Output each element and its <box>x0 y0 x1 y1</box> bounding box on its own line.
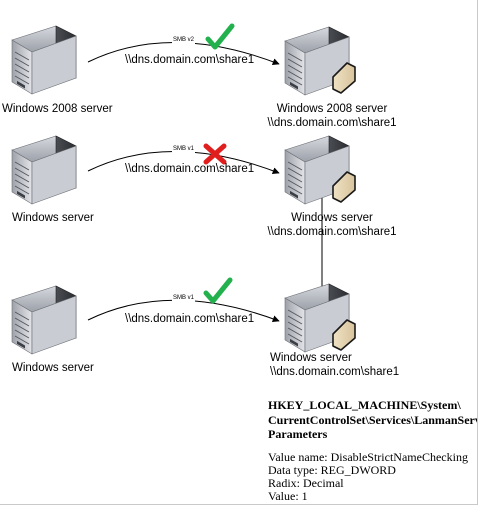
registry-value: Value: 1 <box>268 488 308 503</box>
registry-key-line-2: CurrentControlSet\Services\LanmanServer\ <box>268 412 478 427</box>
path-label-2: \\dns.domain.com\share1 <box>125 163 255 175</box>
red-x-icon <box>203 143 227 165</box>
protocol-label-2: SMB v1 <box>172 146 196 153</box>
protocol-label-3: SMB v1 <box>172 295 196 302</box>
source-server-label-2: Windows server <box>12 212 94 224</box>
network-share-icon <box>332 62 356 94</box>
protocol-label-1: SMB v2 <box>172 37 196 44</box>
registry-key-line-3: Parameters <box>268 427 328 441</box>
registry-key-line-1: HKEY_LOCAL_MACHINE\System\ <box>268 398 461 412</box>
path-label-3: \\dns.domain.com\share1 <box>125 313 255 325</box>
target-share-label-3: \\dns.domain.com\share1 <box>270 366 400 378</box>
target-share-label-2: \\dns.domain.com\share1 <box>267 226 397 238</box>
registry-value-name: Value name: DisableStrictNameChecking <box>268 449 468 464</box>
source-server-label-3: Windows server <box>12 362 94 374</box>
green-check-icon <box>205 23 235 50</box>
target-server-label-1: Windows 2008 server <box>276 103 388 115</box>
green-check-icon <box>203 277 233 304</box>
target-share-label-1: \\dns.domain.com\share1 <box>267 117 397 129</box>
registry-radix: Radix: Decimal <box>268 475 344 490</box>
registry-data-type: Data type: REG_DWORD <box>268 462 396 477</box>
server-icon <box>11 135 77 205</box>
target-server-label-3: Windows server <box>270 352 352 364</box>
server-icon <box>11 285 77 355</box>
server-icon <box>11 25 77 95</box>
target-server-label-2: Windows server <box>291 212 373 224</box>
source-server-label-1: Windows 2008 server <box>2 103 113 115</box>
registry-block: HKEY_LOCAL_MACHINE\System\ CurrentContro… <box>268 398 478 503</box>
path-label-1: \\dns.domain.com\share1 <box>125 54 255 66</box>
network-share-icon <box>332 319 356 351</box>
network-share-icon <box>332 171 356 203</box>
